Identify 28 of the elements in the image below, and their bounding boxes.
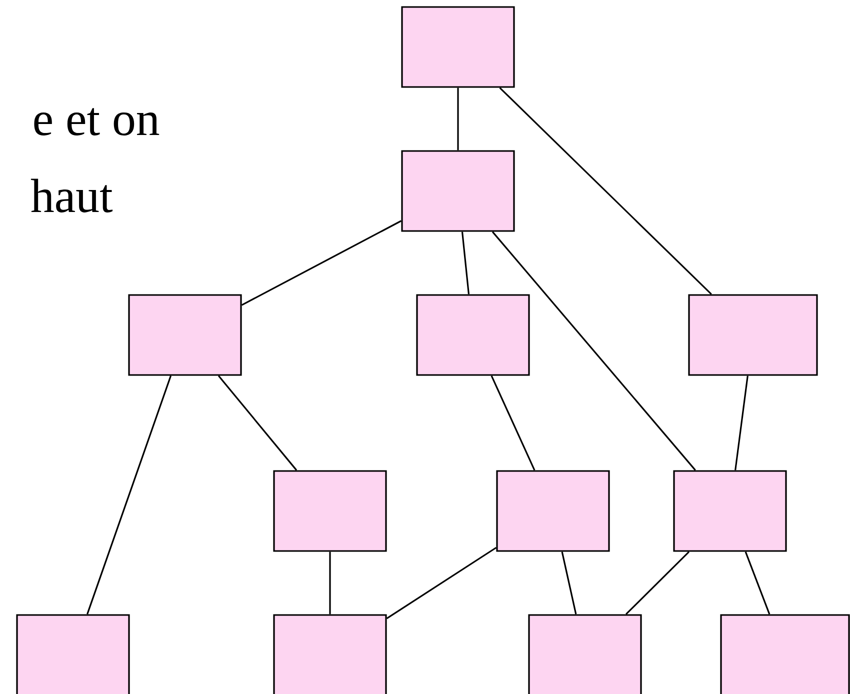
hatched-box	[688, 294, 818, 376]
hatched-box	[720, 614, 850, 694]
hatched-box	[401, 6, 515, 88]
connector-line	[490, 375, 536, 471]
hatched-box	[273, 470, 387, 552]
connector-line	[218, 375, 298, 471]
text-fragment: e et on	[34, 108, 160, 136]
connector-line	[457, 88, 459, 150]
connector-line	[734, 376, 748, 470]
hatched-box	[401, 150, 515, 232]
hatched-box	[16, 614, 130, 694]
connector-line	[386, 546, 497, 620]
connector-line	[625, 551, 690, 615]
hatched-box	[416, 294, 530, 376]
connector-line	[492, 231, 696, 471]
hatched-box	[673, 470, 787, 552]
connector-line	[744, 552, 770, 614]
hatched-box	[496, 470, 610, 552]
hatched-box	[128, 294, 242, 376]
text-fragment: haut	[30, 178, 113, 212]
connector-line	[86, 376, 172, 614]
connector-line	[561, 552, 577, 614]
connector-line	[461, 232, 470, 294]
hatched-box	[528, 614, 642, 694]
hatched-box	[273, 614, 387, 694]
connector-line	[499, 87, 712, 295]
connector-line	[241, 220, 402, 306]
connector-line	[329, 552, 331, 614]
